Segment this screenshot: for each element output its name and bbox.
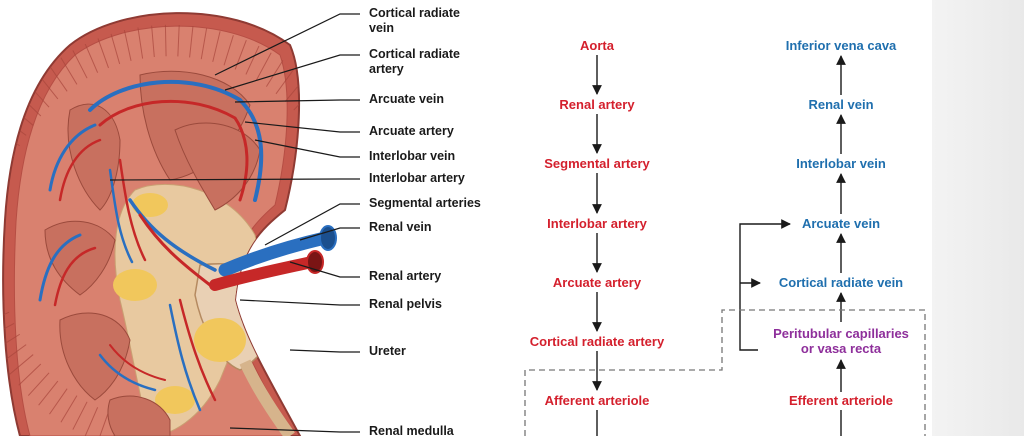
label-line: Cortical radiate xyxy=(369,6,461,20)
label-line: Arcuate artery xyxy=(369,124,454,138)
renal-cortex xyxy=(3,24,300,436)
artery-node: Cortical radiate artery xyxy=(527,334,667,350)
artery-vessel xyxy=(109,344,166,381)
right-margin xyxy=(932,0,1024,436)
label-line: Cortical radiate xyxy=(369,47,461,61)
leader-line xyxy=(229,427,360,433)
label-ureter: Ureter xyxy=(369,344,406,359)
leader-line xyxy=(239,299,360,306)
renal-hilum-vessels xyxy=(209,225,337,291)
leader-line xyxy=(289,261,360,278)
label-line: Segmental arteries xyxy=(369,196,481,210)
leader-line xyxy=(234,99,360,103)
label-line: Arcuate vein xyxy=(369,92,445,106)
fat-pad xyxy=(194,318,246,362)
leader-line xyxy=(224,54,360,91)
efferent-node: Efferent arteriole xyxy=(786,393,896,409)
vein-vessel xyxy=(168,303,202,412)
artery-node: Aorta xyxy=(578,38,616,54)
capillaries-line2: or vasa recta xyxy=(800,341,882,356)
leader-line xyxy=(254,139,360,158)
label-arcuate-vein: Arcuate vein xyxy=(369,92,444,107)
vein-vessel xyxy=(48,123,97,192)
leader-line xyxy=(289,349,360,353)
fat-pad xyxy=(155,386,195,414)
renal-pyramid xyxy=(59,312,131,401)
kidney-cross-section xyxy=(2,12,360,436)
artery-vessel xyxy=(178,298,217,402)
artery-node: Renal artery xyxy=(557,97,637,113)
leader-line xyxy=(299,227,360,241)
label-interlobar-artery: Interlobar artery xyxy=(369,171,465,186)
leader-line xyxy=(214,13,360,76)
artery-vessel xyxy=(53,246,97,307)
renal-pyramid xyxy=(107,395,171,436)
label-line: Renal vein xyxy=(369,220,432,234)
artery-node: Arcuate artery xyxy=(550,275,644,291)
label-renal-medulla: Renal medulla xyxy=(369,424,454,439)
vein-vessel xyxy=(88,79,264,202)
label-line: Interlobar vein xyxy=(369,149,456,163)
artery-node: Afferent arteriole xyxy=(542,393,652,409)
label-line: Interlobar artery xyxy=(369,171,465,185)
label-line: Ureter xyxy=(369,344,406,358)
artery-node: Segmental artery xyxy=(542,156,652,172)
vein-vessel xyxy=(38,233,82,302)
label-renal-artery: Renal artery xyxy=(369,269,441,284)
label-segmental-arteries: Segmental arteries xyxy=(369,196,481,211)
label-renal-pelvis: Renal pelvis xyxy=(369,297,442,312)
label-line: Renal artery xyxy=(369,269,442,283)
label-line: Renal pelvis xyxy=(369,297,442,311)
label-line: Renal medulla xyxy=(369,424,454,438)
vein-node: Renal vein xyxy=(806,97,876,113)
vein-node: Interlobar vein xyxy=(794,156,888,172)
vein-node: Inferior vena cava xyxy=(783,38,899,54)
label-line: artery xyxy=(369,62,404,76)
label-arcuate-artery: Arcuate artery xyxy=(369,124,454,139)
fat-pad xyxy=(132,193,168,217)
artery-vessel xyxy=(98,99,249,202)
leader-line xyxy=(264,203,360,246)
leader-line xyxy=(244,121,360,133)
vein-node: Cortical radiate vein xyxy=(776,275,906,291)
fat-pad xyxy=(113,269,157,301)
artery-vessel xyxy=(138,213,212,287)
vein-vessel xyxy=(128,198,217,272)
vein-node: Arcuate vein xyxy=(799,216,883,232)
label-interlobar-vein: Interlobar vein xyxy=(369,149,455,164)
artery-node: Interlobar artery xyxy=(545,216,649,232)
vein-vessel xyxy=(98,353,157,392)
capillaries-line1: Peritubular capillaries xyxy=(773,326,909,341)
leader-line xyxy=(109,178,360,181)
artery-vessel xyxy=(118,158,147,262)
label-line: vein xyxy=(369,21,395,35)
artery-vessel xyxy=(58,138,102,202)
label-renal-vein: Renal vein xyxy=(369,220,432,235)
